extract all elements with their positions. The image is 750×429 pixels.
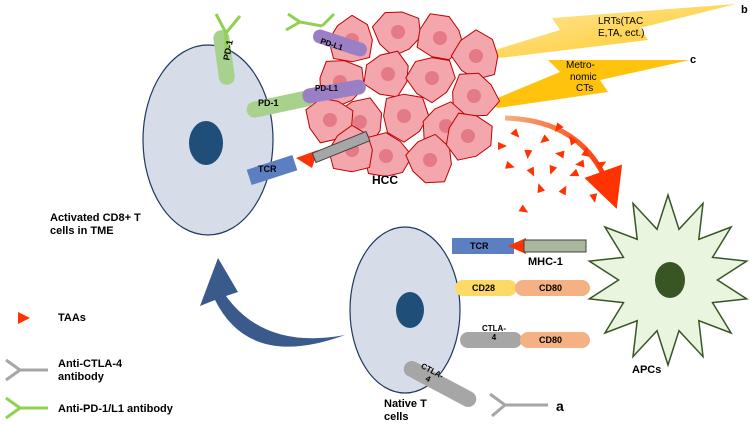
antigen-taa (505, 161, 515, 169)
antigen-taa (555, 150, 565, 159)
mhc1-label: MHC-1 (528, 256, 563, 268)
cd28-label: CD28 (472, 283, 496, 293)
pdl1-ligand-top (313, 29, 367, 57)
legend-taas-label: TAAs (58, 312, 86, 324)
apc-cell (587, 192, 749, 368)
tumor-cell-nucleus (423, 153, 437, 167)
antigen-taa (526, 166, 535, 177)
antigen-taa (518, 204, 529, 213)
label-b: b (741, 4, 748, 16)
antigen-taa (524, 149, 533, 159)
legend-anti-ctla4-icon (5, 358, 48, 382)
antigen-taa (581, 147, 590, 157)
anti-pdl1-antibody-top (285, 12, 336, 32)
curved-antigen-arrow (504, 115, 623, 209)
legend-anti-pd1-label: Anti-PD-1/L1 antibody (58, 403, 173, 415)
native-t-cell (349, 226, 461, 394)
ctla4-mid-label: CTLA-4 (482, 324, 506, 343)
tumor-cell-nucleus (323, 113, 337, 127)
antigen-taa (575, 159, 585, 168)
tumor-cell-nucleus (469, 49, 483, 63)
tumor-cell-nucleus (353, 115, 367, 129)
tumor-cell-nucleus (425, 71, 439, 85)
antigen-taa (498, 142, 507, 150)
tumor-cell-nucleus (461, 129, 475, 143)
antigen-taa (589, 179, 600, 188)
antigen-taa (537, 183, 546, 194)
ctla4-receptor-mid (460, 332, 522, 348)
tumor-cell-nucleus (397, 109, 411, 123)
pdl1-ligand-mid (302, 79, 366, 104)
tcr-bottom-label: TCR (470, 241, 489, 251)
antigen-taa (569, 135, 578, 146)
antigen-taa (549, 164, 558, 175)
tumor-cell-nucleus (379, 149, 393, 163)
cd80-ligand-bottom (520, 332, 590, 348)
antigen-taa (569, 168, 580, 177)
pdl1-mid-label: PD-L1 (315, 84, 339, 93)
cd80-ligand-top (515, 280, 590, 296)
hcc-label: HCC (372, 173, 398, 187)
ctla4-receptor-low (403, 360, 477, 408)
cd80-top-label: CD80 (539, 283, 563, 293)
antigen-taa (605, 177, 615, 185)
label-a: a (556, 398, 564, 414)
pd1-receptor-mid (246, 90, 316, 118)
native-t-cell-nucleus (396, 292, 424, 328)
legend-anti-pd1-icon (5, 396, 48, 420)
antigen-taa (589, 193, 598, 203)
cd80-bottom-label: CD80 (539, 335, 563, 345)
tumor-cell-nucleus (391, 25, 405, 39)
lightning-bolt-lrts (488, 4, 736, 58)
antigen-taa (510, 128, 520, 138)
antigen-taa (558, 185, 567, 196)
tumor-cell-nucleus (381, 67, 395, 81)
anti-pd1-antibody-top (214, 13, 242, 50)
activated-t-cell-nucleus (189, 121, 223, 165)
antigen-taa (596, 161, 607, 170)
anti-ctla4-antibody-low (489, 392, 548, 418)
pd1-mid-label: PD-1 (258, 98, 279, 108)
legend-taa-icon (18, 312, 30, 324)
cd28-receptor (455, 280, 517, 296)
antigen-cluster (498, 122, 615, 213)
apc-nucleus (655, 262, 685, 298)
tcr-receptor-bottom (452, 238, 587, 254)
lightning-bolt-metronomic (488, 60, 690, 108)
tcr-receptor-top (246, 130, 371, 186)
tumor-cell-nucleus (433, 31, 447, 45)
activated-t-cell (142, 44, 274, 236)
antigen-taa (555, 122, 564, 133)
pd1-receptor-top (213, 30, 235, 85)
label-c: c (690, 54, 697, 66)
antigen-taa (540, 134, 550, 144)
activation-arrow (200, 258, 345, 347)
tumor-cell-nucleus (467, 89, 481, 103)
hcc-tumor (305, 11, 501, 184)
tcr-top-label: TCR (258, 164, 277, 174)
apcs-label: APCs (632, 364, 662, 376)
